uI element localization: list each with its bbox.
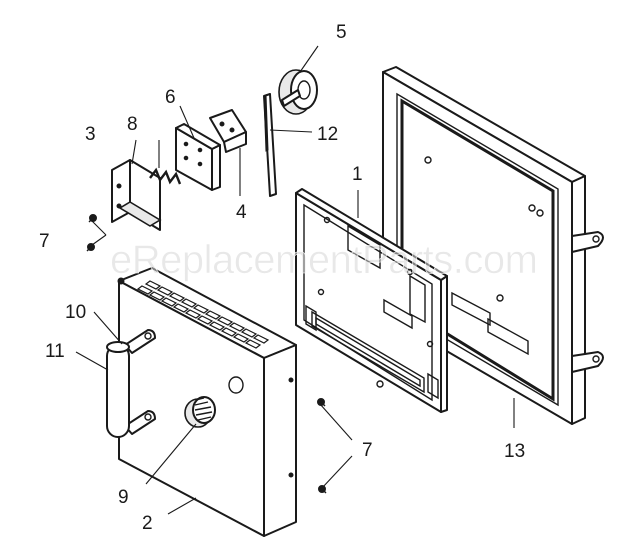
- callout-12: 12: [317, 124, 338, 145]
- callout-6: 6: [165, 87, 176, 108]
- callout-7-left: 7: [39, 231, 50, 252]
- callout-8: 8: [127, 114, 138, 135]
- leader-lines: [75, 45, 515, 515]
- callout-5: 5: [336, 22, 347, 43]
- callout-13: 13: [504, 441, 525, 462]
- watermark-text: eReplacementParts.com: [110, 238, 537, 282]
- callout-3: 3: [85, 124, 96, 145]
- callout-labels: 5 6 3 8 12 1 4 7 10 11 7 13 9 2: [39, 22, 525, 534]
- part-4-bracket-plate: [209, 109, 247, 153]
- part-12-probe: [263, 93, 277, 197]
- callout-7-right: 7: [362, 440, 373, 461]
- part-8-spring: [149, 167, 182, 185]
- part-5-dial: [278, 69, 318, 115]
- callout-11: 11: [45, 341, 65, 362]
- part-6-switch-plate: [175, 123, 221, 191]
- part-7-screws: [86, 214, 327, 494]
- callout-9: 9: [118, 487, 129, 508]
- part-1-mounting-plate: [295, 188, 448, 413]
- part-9-knob: [184, 396, 216, 428]
- part-3-bracket: [111, 159, 162, 231]
- callout-4: 4: [236, 202, 247, 223]
- part-10-11-handle: [106, 329, 156, 438]
- callout-10: 10: [65, 302, 86, 323]
- callout-2: 2: [142, 513, 153, 534]
- callout-1: 1: [352, 164, 363, 185]
